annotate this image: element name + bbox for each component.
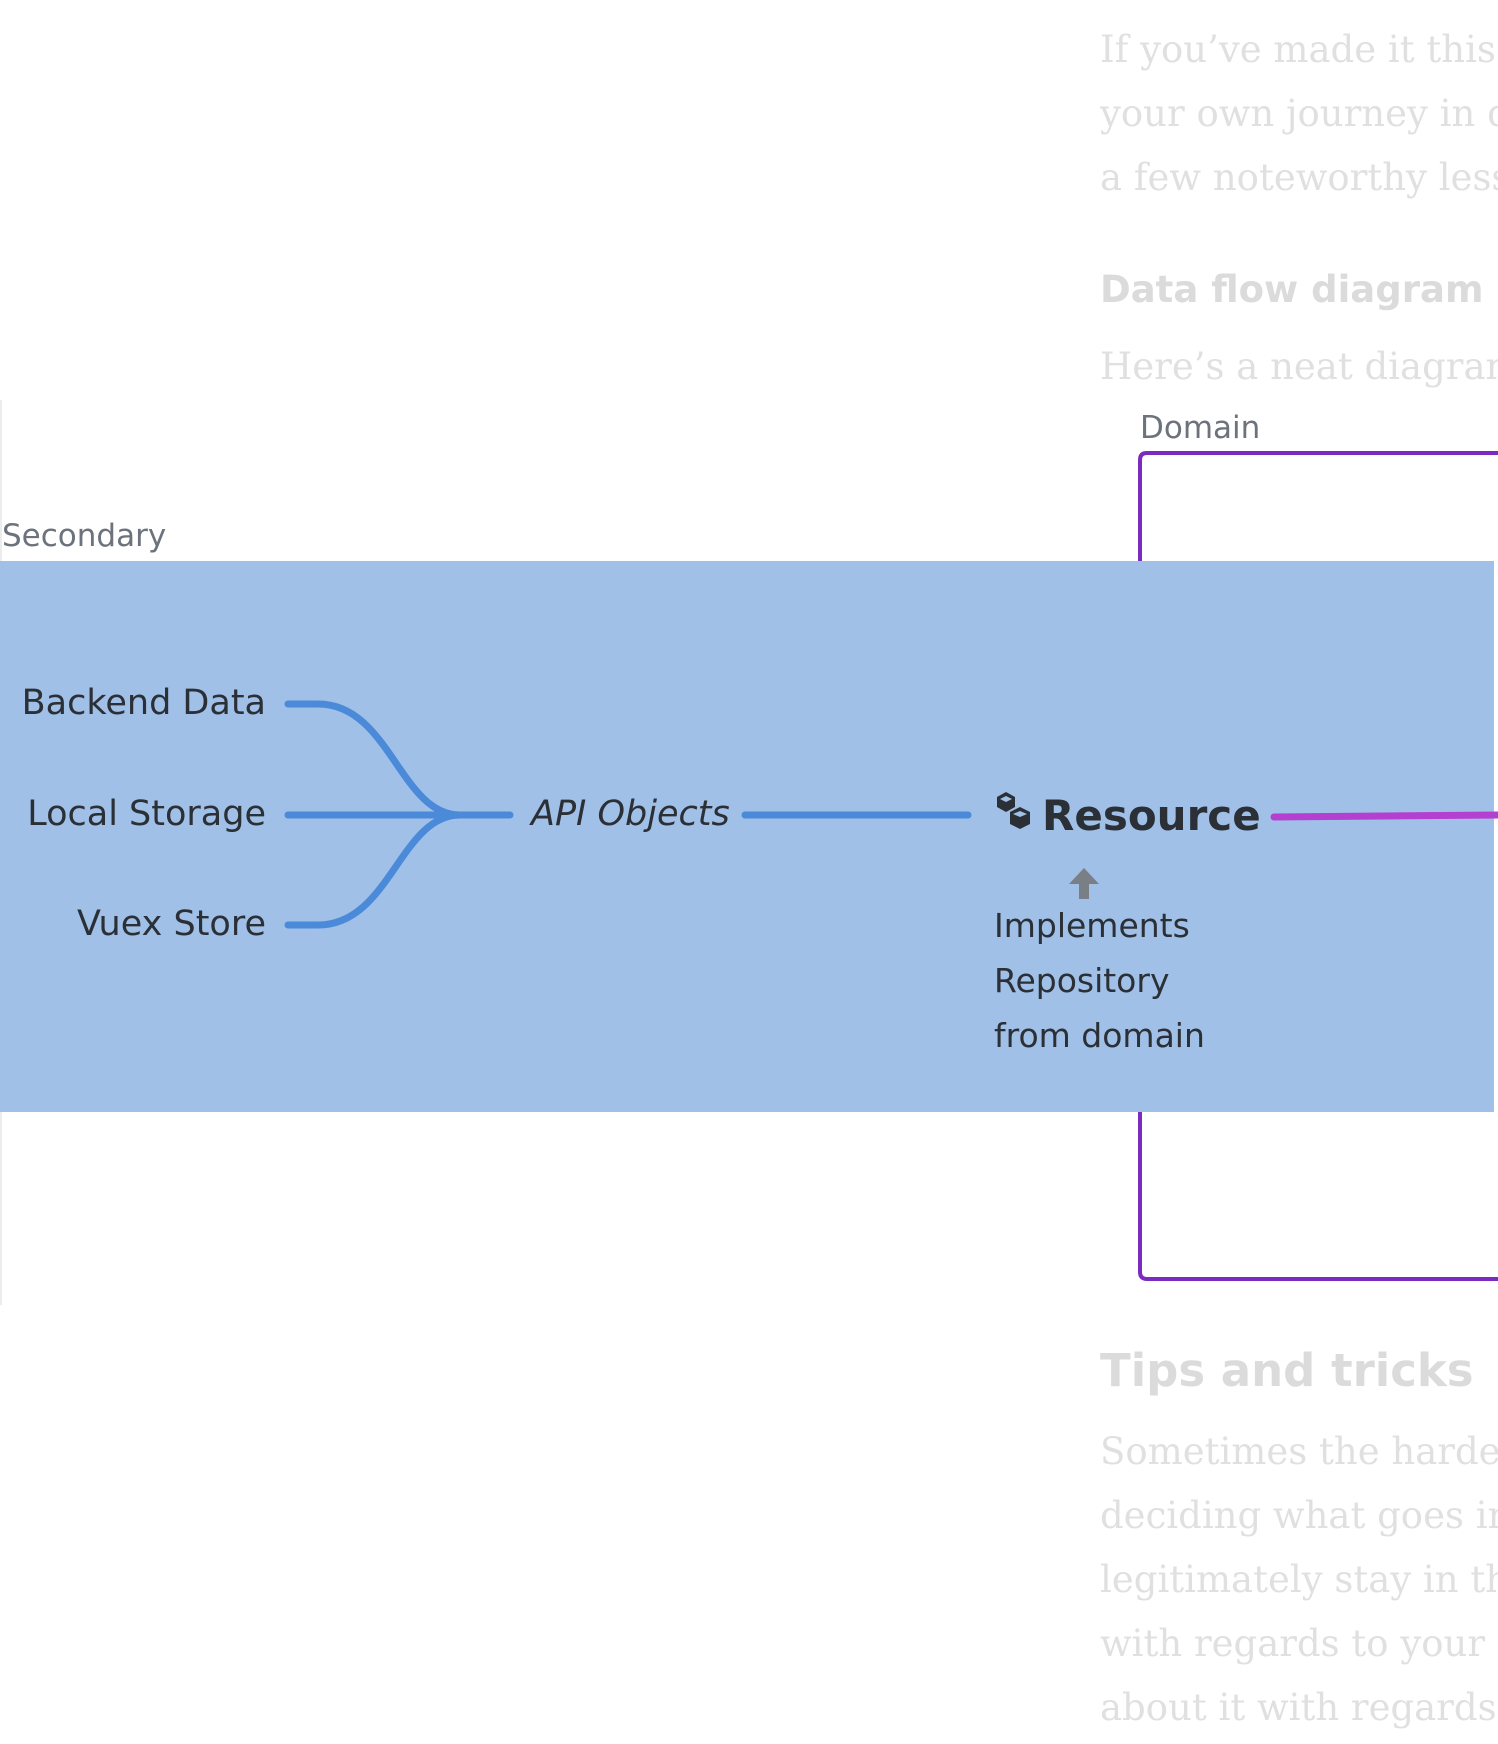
- source-backend-data: Backend Data: [21, 683, 266, 723]
- intro-line-3: a few noteworthy lesso: [1100, 156, 1498, 199]
- api-objects-node: API Objects: [531, 794, 730, 834]
- tips-line-2: deciding what goes in t: [1100, 1494, 1498, 1537]
- data-flow-intro: Here’s a neat diagram t: [1100, 345, 1498, 388]
- tips-line-4: with regards to your fr: [1100, 1622, 1498, 1665]
- resource-node: Resource: [1042, 791, 1261, 840]
- tips-line-5: about it with regards to: [1100, 1686, 1498, 1729]
- source-local-storage: Local Storage: [27, 794, 266, 834]
- intro-line-2: your own journey in do: [1100, 92, 1498, 135]
- source-vuex-store: Vuex Store: [76, 904, 266, 944]
- note-line-1: Implements: [994, 906, 1190, 945]
- domain-label: Domain: [1140, 410, 1261, 446]
- intro-line-1: If you’ve made it this fa: [1100, 28, 1498, 71]
- secondary-layer: [0, 561, 1494, 1112]
- heading-data-flow: Data flow diagram: [1100, 268, 1484, 311]
- tips-line-3: legitimately stay in the: [1100, 1558, 1498, 1601]
- secondary-label: Secondary: [2, 518, 167, 554]
- note-line-2: Repository: [994, 961, 1170, 1000]
- repository-note: Implements Repository from domain: [994, 898, 1205, 1063]
- heading-tips: Tips and tricks: [1100, 1344, 1474, 1397]
- tips-line-1: Sometimes the hardest: [1100, 1430, 1498, 1473]
- note-line-3: from domain: [994, 1016, 1205, 1055]
